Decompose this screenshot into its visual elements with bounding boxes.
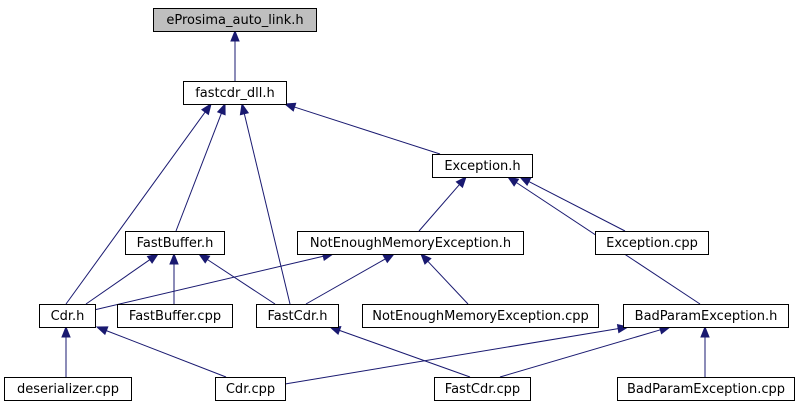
- edge-line: [418, 184, 460, 232]
- edge-cdr_cpp-to-cdr_h: [95, 326, 227, 378]
- node-box: [39, 304, 96, 328]
- edge-line: [284, 328, 619, 385]
- node-notenough-h[interactable]: NotEnoughMemoryException.h: [297, 231, 524, 255]
- edge-fastcdr_dll-to-eprosima_auto_link: [230, 29, 240, 81]
- node-fastcdr-h[interactable]: FastCdr.h: [256, 304, 339, 328]
- edge-fastbuffer_h-to-fastcdr_dll: [175, 102, 226, 232]
- node-box: [297, 231, 524, 255]
- arrowhead: [169, 252, 179, 265]
- edge-line: [294, 106, 441, 155]
- arrowhead: [61, 325, 71, 338]
- edge-line: [339, 329, 471, 378]
- node-label: NotEnoughMemoryException.cpp: [372, 309, 589, 324]
- edge-fastcdr_h-to-notenough_h: [305, 253, 396, 305]
- node-box: [125, 231, 225, 255]
- node-badparam-cpp[interactable]: BadParamException.cpp: [617, 377, 795, 401]
- arrowhead: [239, 102, 250, 116]
- edge-deserializer_cpp-to-cdr_h: [61, 325, 71, 377]
- node-box: [183, 81, 287, 105]
- arrowhead: [420, 253, 432, 265]
- arrowhead: [230, 29, 240, 42]
- arrowhead: [455, 175, 467, 189]
- edge-line: [106, 330, 227, 378]
- edge-line: [528, 181, 626, 232]
- node-fastcdr-dll[interactable]: fastcdr_dll.h: [183, 81, 287, 105]
- node-notenough-cpp[interactable]: NotEnoughMemoryException.cpp: [362, 304, 599, 328]
- edge-exception_h-to-fastcdr_dll: [283, 102, 441, 155]
- edge-fastcdr_h-to-fastcdr_dll: [239, 102, 291, 305]
- node-label: Exception.h: [444, 159, 520, 174]
- edge-line: [243, 113, 291, 305]
- edge-line: [175, 113, 222, 232]
- edge-cdr_h-to-fastcdr_dll: [65, 102, 212, 305]
- arrowhead: [197, 253, 211, 264]
- edge-line: [427, 260, 469, 305]
- arrowhead: [506, 176, 520, 187]
- node-cdr-cpp[interactable]: Cdr.cpp: [215, 377, 286, 401]
- arrowhead: [283, 102, 297, 112]
- node-box: [434, 377, 531, 401]
- node-label: FastBuffer.cpp: [129, 309, 221, 324]
- edge-badparam_cpp-to-badparam_h: [700, 325, 710, 377]
- node-eprosima-auto-link[interactable]: eProsima_auto_link.h: [153, 8, 317, 32]
- node-exception-h[interactable]: Exception.h: [432, 154, 533, 178]
- node-label: Exception.cpp: [606, 236, 698, 251]
- node-box: [215, 377, 286, 401]
- arrowhead: [216, 102, 226, 116]
- node-label: FastBuffer.h: [137, 236, 214, 251]
- edge-line: [207, 259, 276, 305]
- edge-exception_cpp-to-exception_h: [518, 176, 626, 232]
- node-box: [153, 8, 317, 32]
- node-label: eProsima_auto_link.h: [166, 13, 303, 28]
- edge-line: [305, 258, 386, 305]
- node-box: [595, 231, 709, 255]
- node-box: [362, 304, 599, 328]
- node-box: [623, 304, 789, 328]
- node-box: [4, 377, 132, 401]
- node-box: [256, 304, 339, 328]
- arrowhead: [700, 325, 710, 338]
- arrowhead: [518, 176, 532, 186]
- node-fastbuffer-h[interactable]: FastBuffer.h: [125, 231, 225, 255]
- edge-notenough_h-to-exception_h: [418, 175, 467, 232]
- node-label: fastcdr_dll.h: [195, 86, 275, 101]
- node-label: deserializer.cpp: [17, 382, 119, 397]
- edge-line: [93, 255, 324, 311]
- edge-cdr_h-to-fastbuffer_h: [85, 253, 160, 305]
- edge-fastcdr_cpp-to-fastcdr_h: [328, 326, 471, 378]
- edge-line: [65, 111, 206, 305]
- edge-line: [85, 259, 151, 305]
- arrowhead: [382, 253, 396, 264]
- node-fastbuffer-cpp[interactable]: FastBuffer.cpp: [117, 304, 233, 328]
- nodes-layer: eProsima_auto_link.h fastcdr_dll.hExcepti…: [4, 8, 795, 401]
- node-label: BadParamException.cpp: [627, 382, 785, 397]
- node-exception-cpp[interactable]: Exception.cpp: [595, 231, 709, 255]
- node-box: [117, 304, 233, 328]
- edge-fastcdr_h-to-fastbuffer_h: [197, 253, 276, 305]
- edges-layer: [61, 29, 710, 385]
- node-cdr-h[interactable]: Cdr.h: [39, 304, 96, 328]
- node-label: FastCdr.h: [268, 309, 328, 324]
- node-label: BadParamException.h: [635, 309, 778, 324]
- node-fastcdr-cpp[interactable]: FastCdr.cpp: [434, 377, 531, 401]
- edge-fastbuffer_cpp-to-fastbuffer_h: [169, 252, 179, 304]
- arrowhead: [95, 326, 109, 336]
- edge-line: [499, 329, 661, 378]
- edge-notenough_cpp-to-notenough_h: [420, 253, 469, 305]
- arrowhead: [201, 102, 212, 116]
- node-box: [432, 154, 533, 178]
- node-label: NotEnoughMemoryException.h: [310, 236, 511, 251]
- node-box: [617, 377, 795, 401]
- edge-cdr_h-to-notenough_h: [93, 251, 335, 311]
- node-label: Cdr.h: [51, 309, 85, 324]
- node-label: Cdr.cpp: [226, 382, 275, 397]
- node-label: FastCdr.cpp: [445, 382, 520, 397]
- node-badparam-h[interactable]: BadParamException.h: [623, 304, 789, 328]
- arrowhead: [146, 253, 160, 264]
- node-deserializer-cpp[interactable]: deserializer.cpp: [4, 377, 132, 401]
